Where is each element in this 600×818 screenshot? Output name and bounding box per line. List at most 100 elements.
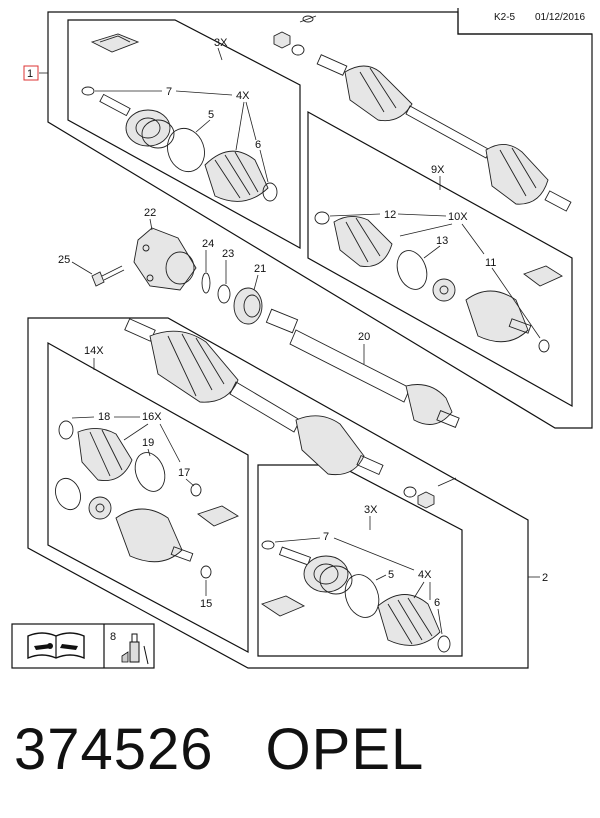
- callout-24: 24: [202, 238, 214, 250]
- clamp-19: [134, 452, 166, 492]
- diagram-date: 01/12/2016: [535, 12, 585, 23]
- boot-16x: [77, 428, 133, 482]
- callout-10x: 10X: [448, 211, 468, 223]
- leader: [399, 223, 453, 237]
- callout-15: 15: [200, 598, 212, 610]
- circlip-24: [201, 272, 211, 294]
- leader: [461, 223, 485, 255]
- circlip-7-bottom: [261, 540, 275, 550]
- leader: [253, 274, 259, 291]
- assembly-1-frame: [47, 11, 593, 429]
- grease-pack-bottom: [260, 595, 306, 617]
- driveshaft-top: [316, 54, 572, 212]
- leader: [71, 261, 93, 275]
- leader: [491, 267, 541, 339]
- leader: [413, 581, 425, 599]
- boot-4x-bottom: [377, 594, 441, 646]
- callout-3x-top: 3X: [214, 37, 228, 49]
- callout-5-top: 5: [208, 109, 214, 121]
- callout-13: 13: [436, 235, 448, 247]
- callout-4x-top: 4X: [236, 90, 250, 102]
- grease-pack-9x: [523, 265, 563, 287]
- outer-cv-joint-top: [99, 93, 175, 149]
- grease-tube-icon: [121, 633, 149, 665]
- assembly-2-frame: [27, 317, 529, 669]
- callout-1: 1: [27, 68, 33, 80]
- callout-8: 8: [110, 631, 116, 643]
- callout-9x: 9X: [431, 164, 445, 176]
- leader: [423, 245, 441, 259]
- callout-2: 2: [542, 572, 548, 584]
- leader: [437, 608, 443, 635]
- clamp-6-top: [262, 182, 278, 202]
- leader: [245, 101, 257, 141]
- callout-3x-bottom: 3X: [364, 504, 378, 516]
- clamp-6-bottom: [437, 635, 451, 653]
- repair-manual-icon: [27, 632, 85, 660]
- hub-nut-washer-top: [273, 15, 317, 56]
- leader: [185, 478, 195, 487]
- inset-9x-frame: [307, 110, 573, 408]
- intermediate-shaft-20: [265, 308, 460, 428]
- boot-clamp-5-top: [167, 127, 205, 173]
- leader: [175, 90, 233, 96]
- callout-6-bottom: 6: [434, 597, 440, 609]
- callout-7-bottom: 7: [323, 531, 329, 543]
- bearing-21: [233, 287, 263, 325]
- driveshaft-bottom: [124, 318, 384, 476]
- grease-pack-icon: [90, 33, 140, 53]
- circlip-17: [190, 483, 202, 497]
- leader: [329, 213, 381, 217]
- clamp-13: [396, 250, 428, 290]
- leader: [274, 537, 321, 543]
- leader: [149, 218, 153, 231]
- leader: [159, 423, 181, 463]
- callout-12: 12: [384, 209, 396, 221]
- callout-16x: 16X: [142, 411, 162, 423]
- circlip-15: [200, 565, 212, 579]
- part-number: 374526: [14, 717, 214, 782]
- boot-clamp-5-bottom: [344, 574, 380, 618]
- callout-4x-bottom: 4X: [418, 569, 432, 581]
- brand-name: OPEL: [265, 717, 425, 782]
- circlip-7-top: [81, 86, 95, 96]
- tripod-joint: [432, 278, 456, 302]
- grease-pack-14x: [197, 505, 239, 527]
- circlip-11: [538, 339, 550, 353]
- leader: [195, 119, 211, 133]
- leader: [259, 149, 269, 183]
- callout-7-top: 7: [166, 86, 172, 98]
- callout-21: 21: [254, 263, 266, 275]
- outer-cv-joint-bottom: [278, 546, 353, 595]
- exploded-parts-diagram: K2-5 01/12/2016 1 2 7 4X 5 6 3X: [11, 8, 593, 669]
- bolt-25: [91, 265, 125, 287]
- leader: [235, 101, 245, 151]
- callout-6-top: 6: [255, 139, 261, 151]
- leader: [71, 416, 95, 419]
- leader: [217, 47, 223, 61]
- leader: [397, 213, 447, 217]
- callout-17: 17: [178, 467, 190, 479]
- tripod-14x: [88, 496, 112, 520]
- leader: [375, 574, 387, 581]
- callout-23: 23: [222, 248, 234, 260]
- leader: [123, 423, 149, 441]
- leader: [147, 448, 151, 457]
- callout-19: 19: [142, 437, 154, 449]
- footer-caption: 374526 OPEL: [14, 716, 424, 796]
- clamp-ring-14x: [55, 477, 81, 511]
- callout-18: 18: [98, 411, 110, 423]
- callout-25: 25: [58, 254, 70, 266]
- bearing-bracket-22: [133, 227, 197, 291]
- legend-box: [11, 623, 155, 669]
- leader: [333, 537, 415, 571]
- boot-4x-top: [204, 150, 269, 202]
- callout-22: 22: [144, 207, 156, 219]
- inset-14x-frame: [47, 341, 249, 654]
- callout-20: 20: [358, 331, 370, 343]
- callout-1-box: [23, 65, 39, 81]
- inner-housing-9x: [465, 290, 532, 343]
- inset-3x-top-frame: [67, 19, 301, 250]
- ring-23: [217, 284, 231, 304]
- callout-5-bottom: 5: [388, 569, 394, 581]
